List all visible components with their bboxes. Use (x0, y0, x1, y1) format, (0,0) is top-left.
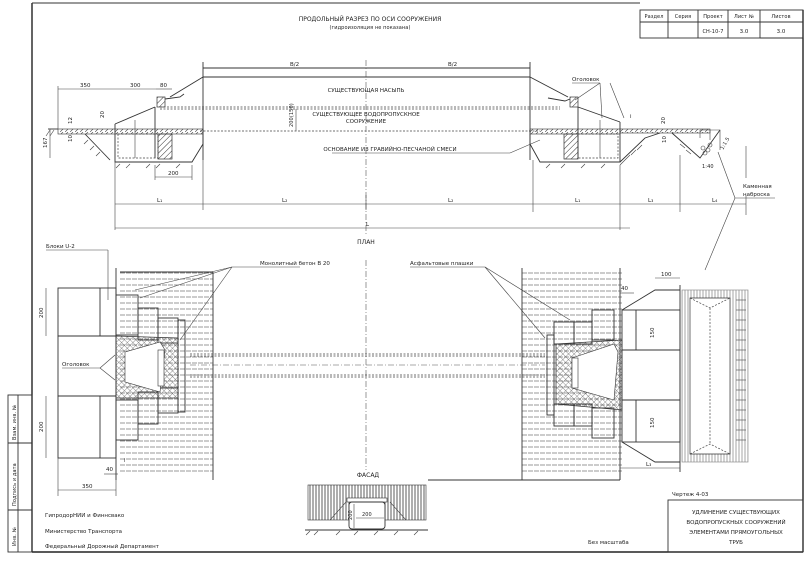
section-title: ПРОДОЛЬНЫЙ РАЗРЕЗ ПО ОСИ СООРУЖЕНИЯ (299, 16, 442, 23)
dim-200-facade-v: 200 (348, 510, 354, 520)
dim-l1-left: L₁ (157, 198, 162, 204)
dim-40-left: 40 (106, 467, 113, 473)
dim-l4: L₄ (712, 198, 718, 204)
dim-200-150: 200(150) (289, 103, 295, 127)
side-stamp-inventory: Инв. № (12, 526, 18, 546)
org-line-1: ГипродорНИИ и Финнсвако (45, 513, 125, 519)
dim-slope: 1:1.5 (720, 136, 732, 151)
label-headwall-plan: Оголовок (62, 362, 90, 368)
title-line-2: ВОДОПРОПУСКНЫХ СООРУЖЕНИЙ (686, 519, 785, 526)
stamp-header-sheets: Листов (771, 14, 790, 20)
dim-slope-angle: 1:40 (702, 164, 714, 170)
dim-l3: L₃ (648, 198, 653, 204)
side-stamp: Взам. инв. № Подпись и дата Инв. № (7, 394, 33, 553)
title-block: УДЛИНЕНИЕ СУЩЕСТВУЮЩИХ ВОДОПРОПУСКНЫХ СО… (428, 470, 804, 553)
dim-i-right: i (630, 114, 632, 120)
title-line-3: ЭЛЕМЕНТАМИ ПРЯМОУГОЛЬНЫХ (689, 530, 783, 536)
stamp-header-project: Проект (703, 14, 723, 20)
stamp-header-section: Раздел (644, 14, 663, 20)
title-line-1: УДЛИНЕНИЕ СУЩЕСТВУЮЩИХ (692, 510, 780, 516)
drawing-number: Чертеж 4-03 (672, 492, 709, 498)
dim-i-plan-left: i (124, 458, 126, 464)
dim-20-right: 20 (661, 117, 667, 124)
dim-10-right: 10 (662, 136, 668, 143)
dim-200-section: 200 (168, 171, 179, 177)
dim-350-section: 350 (80, 83, 91, 89)
label-headwall-section: Оголовок (572, 77, 600, 83)
dim-167: 167 (43, 137, 49, 148)
dim-10-left: 10 (68, 135, 74, 142)
dim-350-plan: 350 (82, 484, 93, 490)
dim-100: 100 (661, 272, 672, 278)
dim-150-top: 150 (650, 327, 656, 338)
facade-view: 200 200 (305, 484, 428, 536)
facade-title: ФАСАД (357, 472, 380, 479)
dim-lb: L₃ (646, 462, 651, 468)
dim-300: 300 (130, 83, 141, 89)
dim-l2-right: L₂ (448, 198, 453, 204)
plan-view: Блоки U-2 Монолитный бетон В 20 Асфальто… (39, 244, 749, 496)
stamp-value-sheets: 3.0 (777, 29, 786, 35)
label-monolithic-concrete: Монолитный бетон В 20 (260, 260, 330, 267)
stamp-header-series: Серия (675, 14, 692, 20)
dim-20-left: 20 (100, 111, 106, 118)
label-existing-embankment: СУЩЕСТВУЮЩАЯ НАСЫПЬ (328, 88, 405, 94)
label-existing-culvert-2: СООРУЖЕНИЕ (346, 119, 387, 125)
stamp-header-sheet: Лист № (734, 14, 755, 20)
dim-l1-right: L₁ (575, 198, 580, 204)
top-stamp: Раздел Серия Проект Лист № Листов СН-10-… (639, 9, 804, 39)
label-blocks: Блоки U-2 (46, 244, 75, 250)
dim-200-plan-top: 200 (39, 307, 45, 318)
org-line-2: Министерство Транспорта (45, 529, 122, 535)
scale-note: Без масштаба (588, 540, 629, 546)
title-line-4: ТРУБ (728, 540, 743, 546)
section-subtitle: (гидроизоляция не показана) (330, 25, 411, 31)
label-existing-culvert-1: СУЩЕСТВУЮЩЕЕ ВОДОПРОПУСКНОЕ (312, 112, 420, 118)
dim-80: 80 (160, 83, 167, 89)
dim-150-bot: 150 (650, 417, 656, 428)
label-gravel-base: ОСНОВАНИЕ ИЗ ГРАВИЙНО-ПЕСЧАНОЙ СМЕСИ (323, 146, 456, 153)
dim-b-left: В/2 (290, 62, 299, 68)
dim-l-total: L (366, 222, 370, 228)
dim-40-right: 40 (621, 286, 628, 292)
stamp-value-project: СН-10-7 (702, 29, 723, 35)
label-stone-fill-2: наброска (743, 192, 770, 198)
label-asphalt-slabs: Асфальтовые плашки (410, 261, 474, 267)
org-line-3: Федеральный Дорожный Департамент (45, 543, 160, 550)
side-stamp-signature: Подпись и дата (12, 463, 18, 506)
dim-200-plan-bot: 200 (39, 421, 45, 432)
plan-title: ПЛАН (357, 239, 375, 246)
stamp-value-sheet: 3.0 (740, 29, 749, 35)
dim-12-left: 12 (68, 117, 74, 124)
dim-b-right: В/2 (448, 62, 457, 68)
side-stamp-replace: Взам. инв. № (12, 404, 18, 440)
label-stone-fill-1: Каменная (743, 184, 772, 190)
dim-200-facade-h: 200 (362, 512, 372, 518)
longitudinal-section: В/2 В/2 СУЩЕСТВУЮЩАЯ НАСЫПЬ СУЩЕСТВУЮЩЕЕ… (43, 60, 775, 271)
dim-l2-left: L₂ (282, 198, 287, 204)
